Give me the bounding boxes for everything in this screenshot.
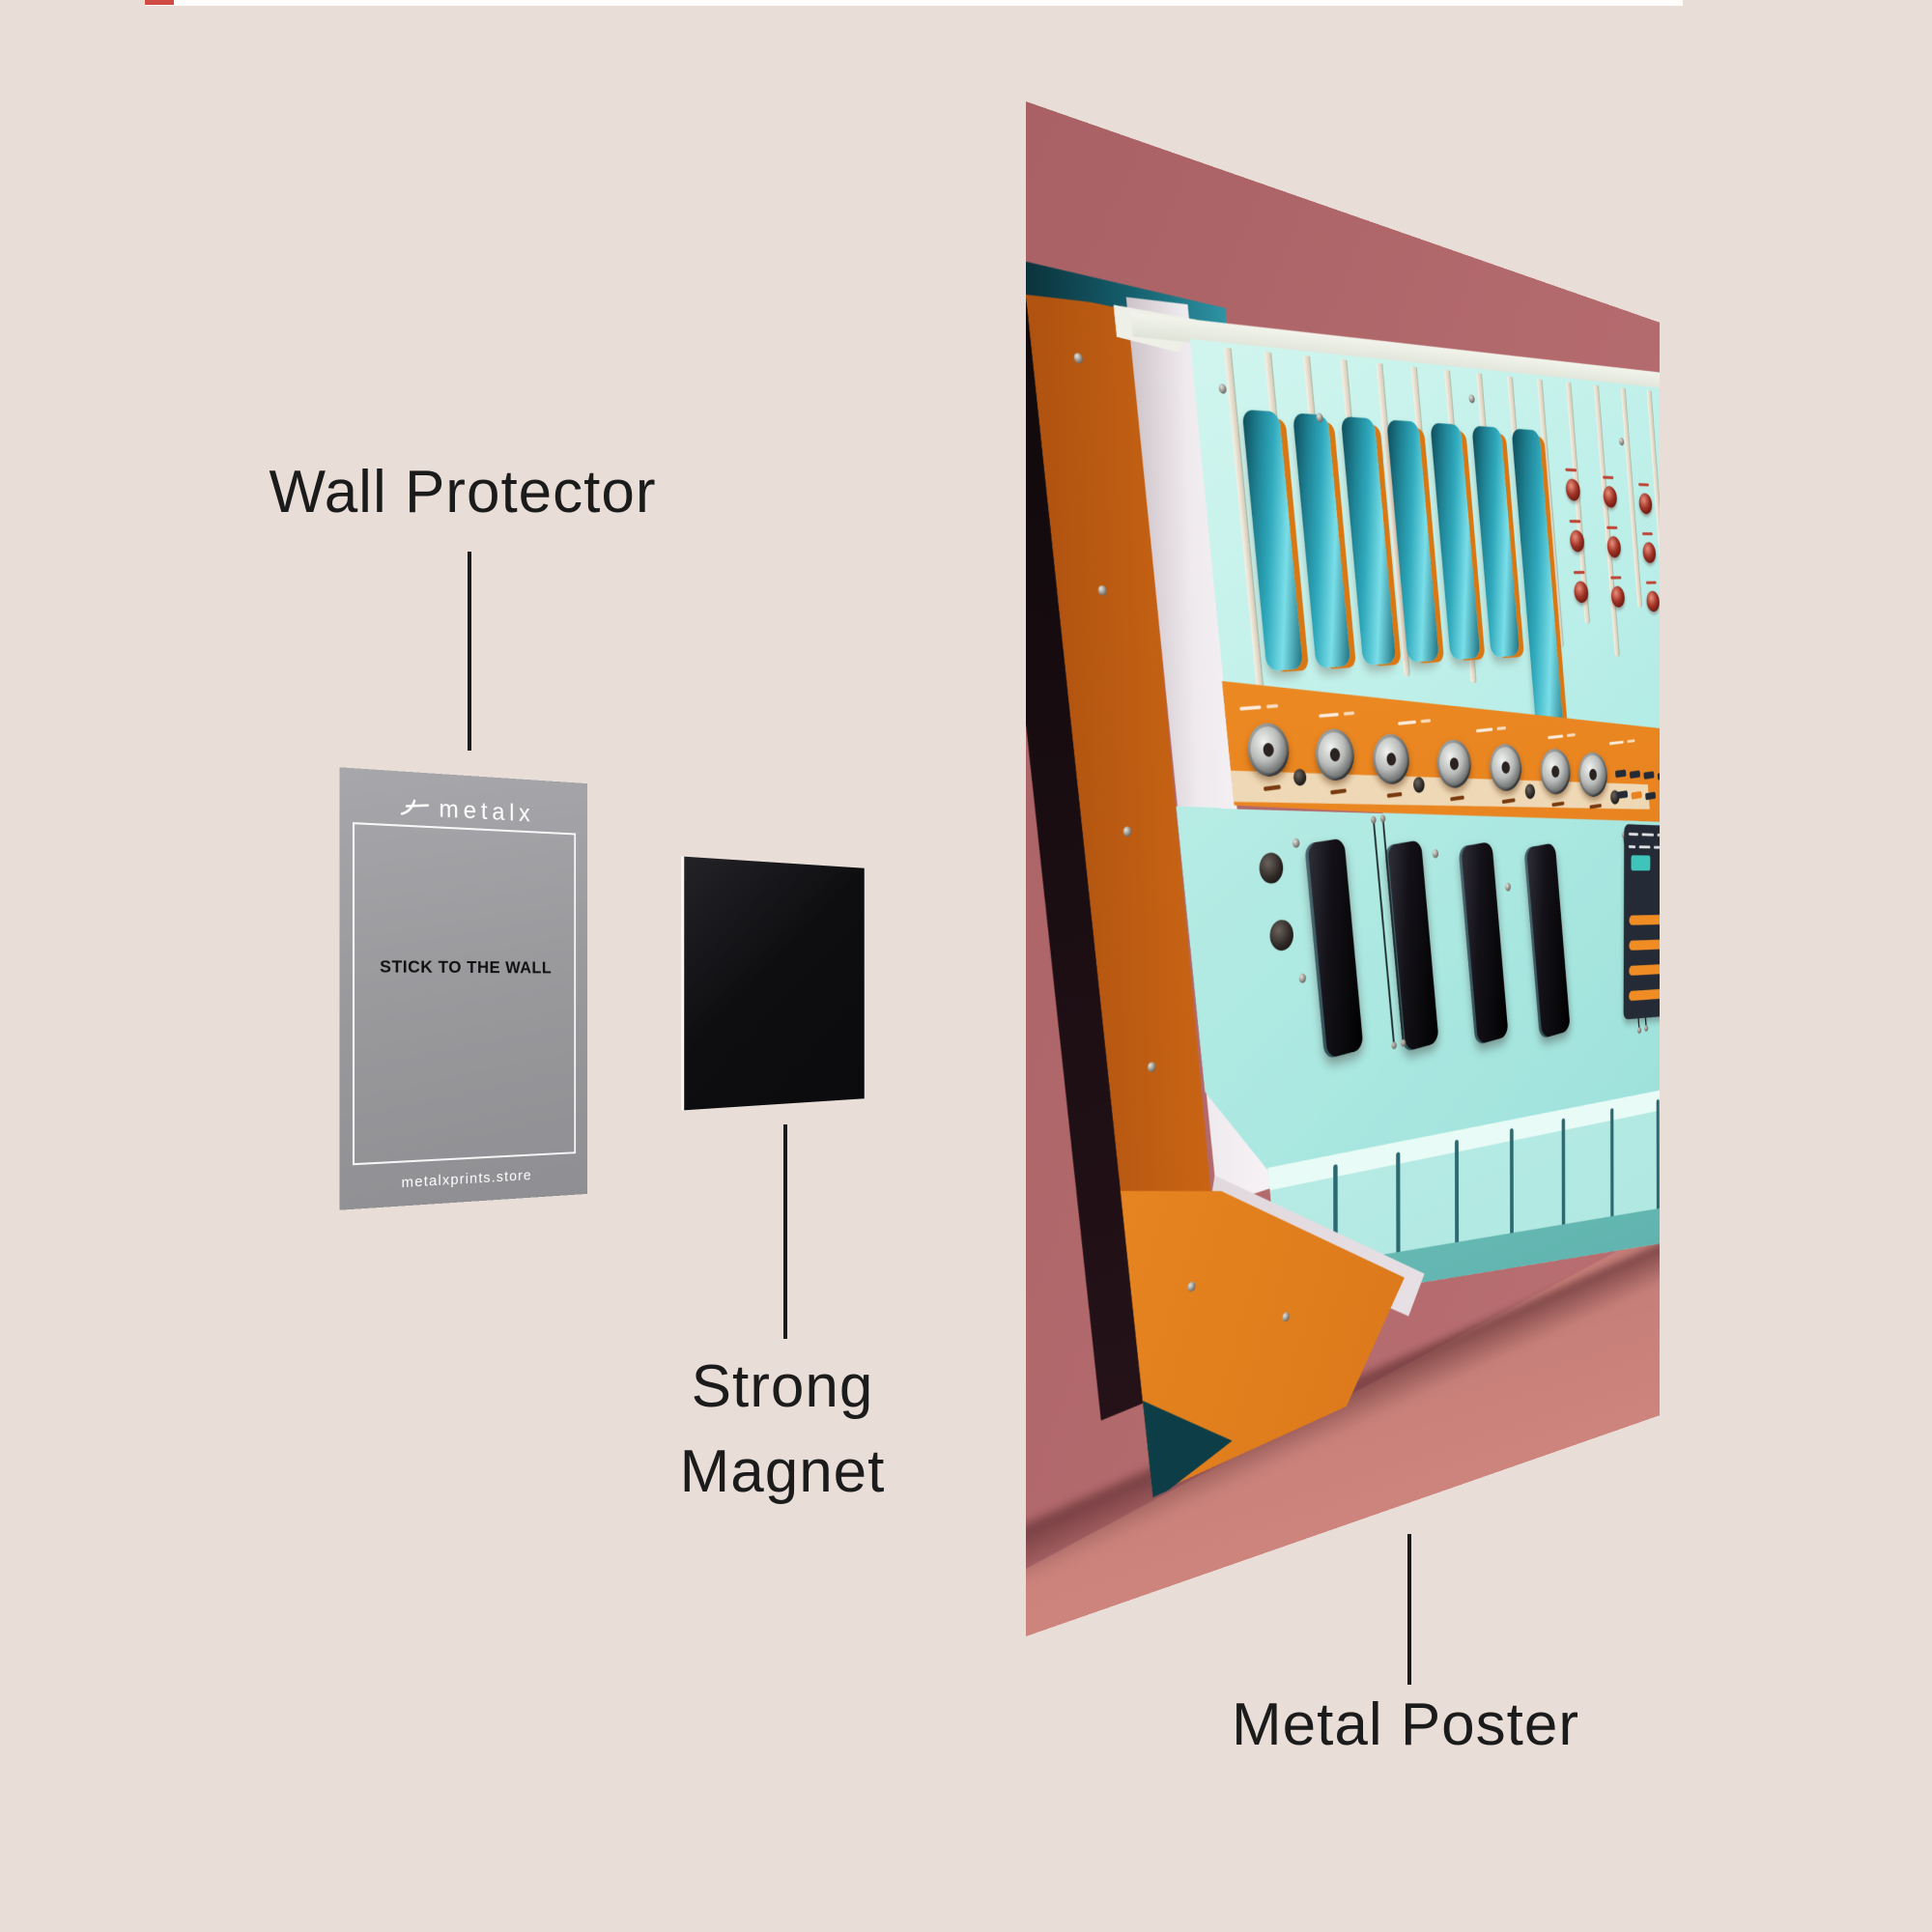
strong-magnet-label: Strong Magnet [679,1353,886,1505]
display-panel [1623,824,1661,1020]
top-edge-red-dash [145,0,174,5]
red-knob-label-3 [1569,520,1581,524]
card-footer-text: metalxprints.store [401,1167,532,1192]
display-dash-a-2 [1643,771,1655,780]
red-knob-label-5 [1642,532,1653,536]
wall-protector-card: metalx STICK TO THE WALL metalxprints.st… [339,767,587,1210]
display-text-2 [1657,833,1661,838]
card-brand-text: metalx [439,795,535,828]
wall-protector-leader-line [468,552,471,751]
strong-magnet [684,856,865,1111]
display-screen [1631,855,1651,871]
red-knob-label-4 [1606,526,1618,529]
display-dash-a-0 [1614,769,1627,779]
red-knob-label-6 [1573,570,1585,575]
display-stripe-0 [1629,914,1661,925]
red-knob-label-1 [1603,475,1614,480]
display-dash-b-3 [1659,792,1661,801]
top-edge-strip [145,0,1683,6]
red-knob-label-2 [1638,483,1649,487]
display-text-5 [1638,845,1651,849]
display-text-6 [1653,845,1661,849]
display-dash-a-1 [1629,770,1641,780]
wall-protector-label: Wall Protector [269,459,657,526]
metal-poster-label: Metal Poster [1231,1691,1580,1758]
side-screw-1 [1097,584,1108,596]
strong-magnet-leader-line [783,1124,787,1339]
display-text-1 [1641,833,1654,837]
display-stripe-2 [1629,962,1661,977]
display-text-0 [1628,832,1638,837]
face-screw-3 [1618,437,1625,446]
card-center-text: STICK TO THE WALL [380,956,553,978]
card-inner-border [352,822,577,1166]
red-knob-label-0 [1565,468,1577,472]
metal-poster-leader-line [1407,1534,1411,1685]
display-stripe-1 [1629,938,1661,951]
red-knob-label-8 [1645,581,1657,584]
display-stripe-3 [1629,986,1661,1002]
red-knob-label-7 [1610,576,1622,580]
metalx-logo-icon [399,797,432,820]
display-text-4 [1628,845,1636,849]
display-dash-a-3 [1657,772,1661,781]
metal-poster-photo [1026,101,1661,1636]
